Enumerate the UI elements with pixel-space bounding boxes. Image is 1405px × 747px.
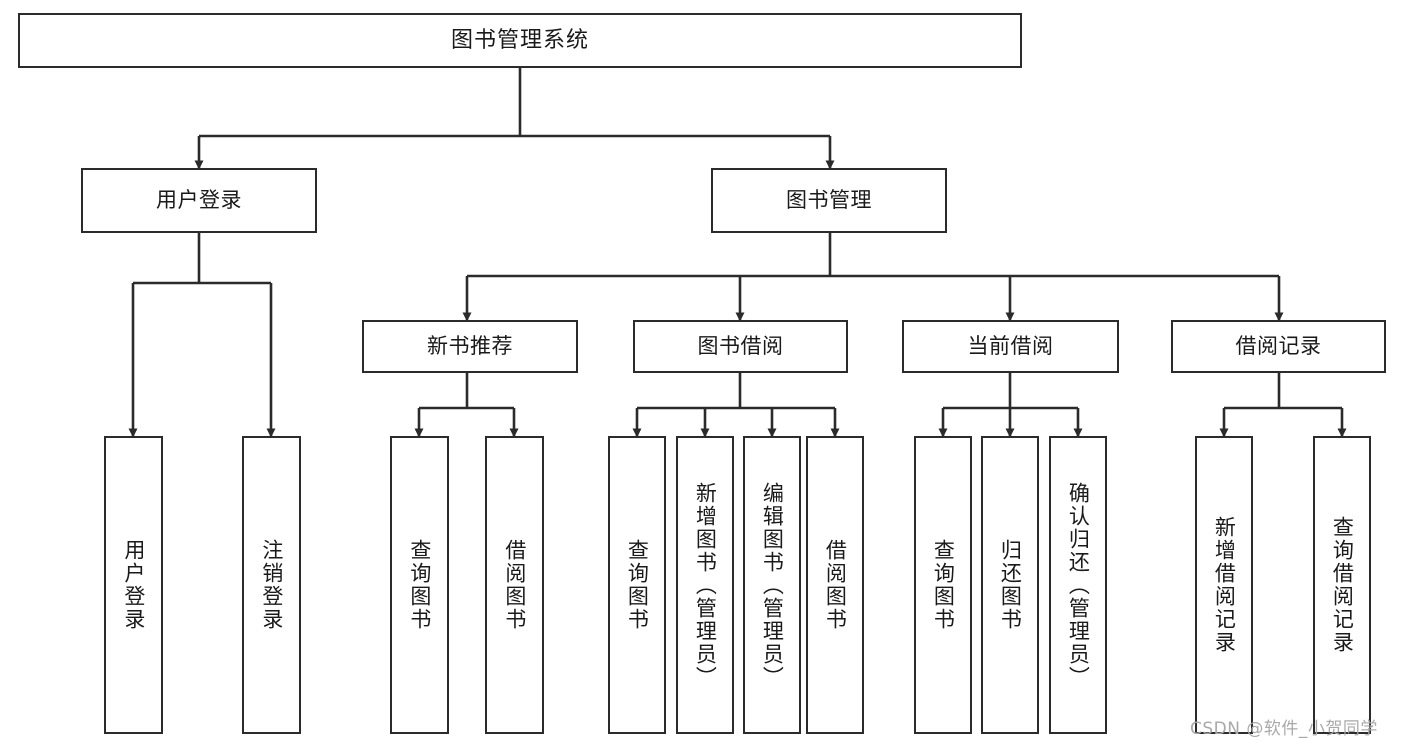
node-book-borrow-label: 图书借阅 bbox=[697, 334, 784, 359]
node-leaf-current-confirm-return-label: 确认归还（管理员） bbox=[1066, 481, 1091, 689]
node-new-book-recommend-label: 新书推荐 bbox=[427, 334, 513, 359]
node-leaf-borrow-add-book[interactable]: 新增图书（管理员） bbox=[676, 436, 734, 734]
node-borrow-record-label: 借阅记录 bbox=[1235, 334, 1322, 359]
node-book-borrow[interactable]: 图书借阅 bbox=[633, 320, 848, 373]
node-leaf-borrow-borrow-book[interactable]: 借阅图书 bbox=[806, 436, 864, 734]
node-root[interactable]: 图书管理系统 bbox=[18, 13, 1022, 68]
node-leaf-current-query-book[interactable]: 查询图书 bbox=[914, 436, 972, 734]
node-leaf-recommend-query-book-label: 查询图书 bbox=[407, 539, 432, 631]
node-leaf-record-add[interactable]: 新增借阅记录 bbox=[1195, 436, 1253, 734]
node-user-login[interactable]: 用户登录 bbox=[81, 168, 317, 233]
node-leaf-current-confirm-return[interactable]: 确认归还（管理员） bbox=[1049, 436, 1107, 734]
node-leaf-recommend-borrow-book[interactable]: 借阅图书 bbox=[485, 436, 544, 734]
watermark-text: CSDN @软件_小贺同学 bbox=[1190, 719, 1378, 739]
node-leaf-user-logout[interactable]: 注销登录 bbox=[242, 436, 301, 734]
node-leaf-user-logout-label: 注销登录 bbox=[259, 539, 284, 631]
node-leaf-borrow-query-book-label: 查询图书 bbox=[625, 539, 650, 631]
node-leaf-borrow-borrow-book-label: 借阅图书 bbox=[823, 539, 848, 631]
node-leaf-borrow-edit-book-label: 编辑图书（管理员） bbox=[760, 481, 785, 689]
node-root-label: 图书管理系统 bbox=[450, 27, 589, 53]
node-new-book-recommend[interactable]: 新书推荐 bbox=[362, 320, 578, 373]
node-leaf-recommend-query-book[interactable]: 查询图书 bbox=[390, 436, 449, 734]
node-leaf-current-return-book[interactable]: 归还图书 bbox=[981, 436, 1039, 734]
node-leaf-borrow-edit-book[interactable]: 编辑图书（管理员） bbox=[743, 436, 801, 734]
node-user-login-label: 用户登录 bbox=[156, 188, 242, 213]
node-leaf-record-add-label: 新增借阅记录 bbox=[1212, 516, 1237, 654]
node-leaf-borrow-add-book-label: 新增图书（管理员） bbox=[693, 481, 718, 689]
node-book-manage[interactable]: 图书管理 bbox=[711, 168, 947, 233]
node-book-manage-label: 图书管理 bbox=[786, 188, 872, 213]
node-leaf-record-query-label: 查询借阅记录 bbox=[1330, 516, 1355, 654]
node-leaf-record-query[interactable]: 查询借阅记录 bbox=[1313, 436, 1371, 734]
node-leaf-borrow-query-book[interactable]: 查询图书 bbox=[608, 436, 666, 734]
node-borrow-record[interactable]: 借阅记录 bbox=[1171, 320, 1386, 373]
node-current-borrow[interactable]: 当前借阅 bbox=[902, 320, 1119, 373]
node-leaf-current-return-book-label: 归还图书 bbox=[998, 539, 1023, 631]
node-leaf-user-login[interactable]: 用户登录 bbox=[104, 436, 163, 734]
node-leaf-recommend-borrow-book-label: 借阅图书 bbox=[502, 539, 527, 631]
node-current-borrow-label: 当前借阅 bbox=[967, 334, 1054, 359]
node-leaf-current-query-book-label: 查询图书 bbox=[931, 539, 956, 631]
node-leaf-user-login-label: 用户登录 bbox=[121, 539, 146, 631]
